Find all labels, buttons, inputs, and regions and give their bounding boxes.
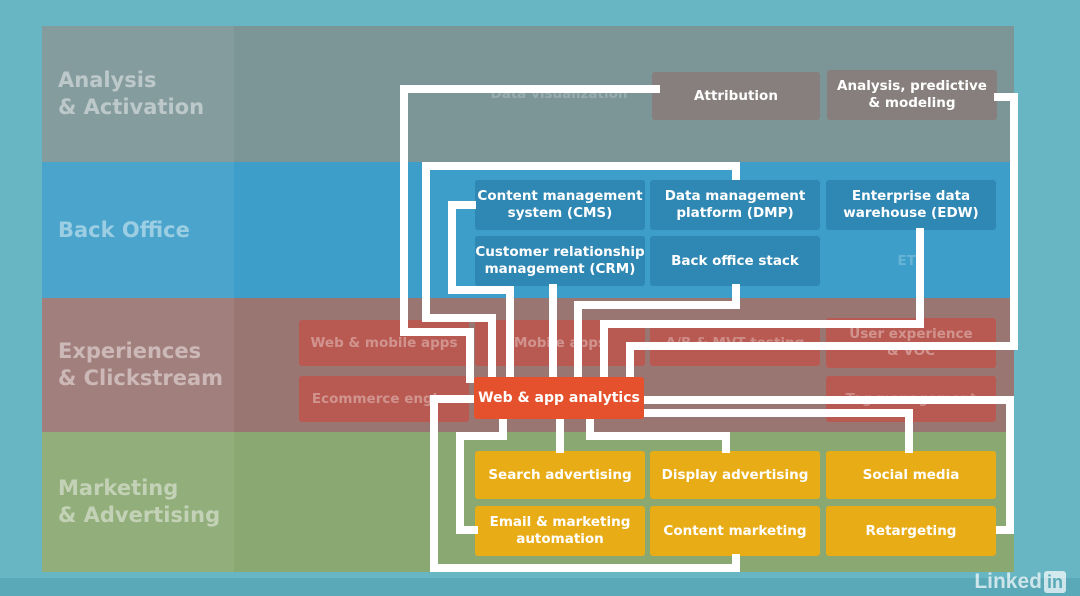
box-dmp-line2: platform (DMP) — [676, 205, 794, 221]
box-user-experience: User experience & VOC — [826, 318, 996, 368]
bottom-bar — [0, 578, 1080, 596]
box-attribution: Attribution — [652, 72, 820, 120]
box-web-app-analytics-label: Web & app analytics — [478, 389, 640, 406]
box-user-experience-line1: User experience — [849, 326, 973, 342]
box-cms-line2: system (CMS) — [507, 205, 613, 221]
band-label-analysis: Analysis & Activation — [42, 26, 234, 162]
box-social-media: Social media — [826, 451, 996, 499]
band-label-analysis-line2: & Activation — [58, 95, 205, 119]
box-cms-line1: Content management — [477, 188, 643, 204]
box-email-marketing-line2: automation — [516, 531, 604, 547]
box-ecommerce: Ecommerce engine — [299, 376, 469, 422]
band-label-experiences-line1: Experiences — [58, 339, 202, 363]
box-analysis-predictive-line1: Analysis, predictive — [837, 78, 987, 94]
box-tag-management: Tag management — [826, 376, 996, 422]
box-search-advertising-label: Search advertising — [488, 466, 632, 483]
box-email-marketing: Email & marketing automation — [475, 506, 645, 556]
band-label-experiences: Experiences & Clickstream — [42, 298, 234, 432]
logo-badge: in — [1044, 571, 1066, 593]
logo-text: Linked — [974, 570, 1042, 593]
box-data-visualization: Data visualization — [474, 72, 644, 116]
box-dmp-line1: Data management — [664, 188, 806, 204]
box-user-experience-line2: & VOC — [886, 343, 936, 359]
box-retargeting: Retargeting — [826, 506, 996, 556]
box-social-media-label: Social media — [862, 466, 960, 483]
box-content-marketing: Content marketing — [650, 506, 820, 556]
box-web-app-analytics: Web & app analytics — [474, 377, 644, 419]
box-data-visualization-label: Data visualization — [490, 85, 628, 102]
box-retargeting-label: Retargeting — [865, 522, 957, 539]
box-analysis-predictive: Analysis, predictive & modeling — [827, 70, 997, 120]
band-label-analysis-line1: Analysis — [58, 68, 157, 92]
box-display-advertising-label: Display advertising — [661, 466, 809, 483]
box-edw-line1: Enterprise data — [851, 188, 971, 204]
box-back-office-stack: Back office stack — [650, 236, 820, 286]
box-web-mobile: Web & mobile apps — [299, 320, 469, 366]
box-etl: ETL — [826, 236, 996, 286]
box-tag-management-label: Tag management — [845, 390, 977, 407]
box-ab-testing-label: A/B & MVT testing — [665, 334, 805, 351]
box-display-advertising: Display advertising — [650, 451, 820, 499]
box-ab-testing: A/B & MVT testing — [650, 320, 820, 366]
box-mobile-apps: Mobile apps — [475, 320, 645, 366]
band-label-back-office: Back Office — [42, 162, 234, 298]
box-email-marketing-line1: Email & marketing — [489, 514, 631, 530]
box-web-mobile-label: Web & mobile apps — [310, 334, 458, 351]
box-edw-line2: warehouse (EDW) — [843, 205, 979, 221]
band-label-experiences-line2: & Clickstream — [58, 366, 224, 390]
band-label-marketing: Marketing & Advertising — [42, 432, 234, 572]
band-label-marketing-line1: Marketing — [58, 476, 179, 500]
box-edw: Enterprise data warehouse (EDW) — [826, 180, 996, 230]
box-search-advertising: Search advertising — [475, 451, 645, 499]
box-crm-line1: Customer relationship — [475, 244, 645, 260]
box-dmp: Data management platform (DMP) — [650, 180, 820, 230]
box-crm-line2: management (CRM) — [484, 261, 636, 277]
band-label-marketing-line2: & Advertising — [58, 503, 221, 527]
box-analysis-predictive-line2: & modeling — [868, 95, 956, 111]
box-content-marketing-label: Content marketing — [663, 522, 807, 539]
box-cms: Content management system (CMS) — [475, 180, 645, 230]
box-crm: Customer relationship management (CRM) — [475, 236, 645, 286]
band-label-back-office-line1: Back Office — [58, 217, 190, 242]
box-mobile-apps-label: Mobile apps — [514, 334, 606, 351]
box-back-office-stack-label: Back office stack — [671, 252, 799, 269]
box-attribution-label: Attribution — [694, 87, 778, 104]
box-etl-label: ETL — [897, 252, 925, 269]
box-ecommerce-label: Ecommerce engine — [311, 390, 457, 407]
